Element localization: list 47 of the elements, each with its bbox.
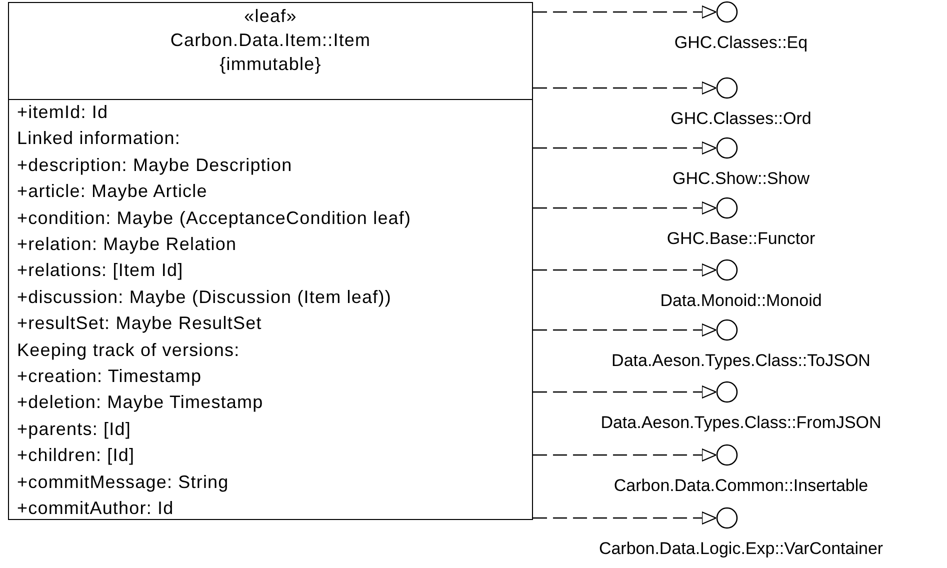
- interface-name: GHC.Base::Functor: [666, 229, 816, 249]
- interface-circle: [716, 197, 738, 219]
- interface-name: Data.Monoid::Monoid: [660, 291, 822, 311]
- attribute-text: +relations: [Item Id]: [17, 259, 184, 282]
- interface-name: GHC.Show::Show: [672, 169, 810, 189]
- attribute-text: +itemId: Id: [17, 101, 108, 123]
- interface-name: Carbon.Data.Logic.Exp::VarContainer: [598, 539, 884, 559]
- class-box: [8, 2, 533, 520]
- attribute-text: +article: Maybe Article: [17, 180, 208, 202]
- realization-arrow: [533, 323, 717, 337]
- interface-circle: [716, 259, 738, 281]
- attribute-text: +relation: Maybe Relation: [17, 233, 237, 255]
- stereotype-text: «leaf»: [243, 5, 298, 27]
- realization-arrow: [533, 141, 717, 155]
- interface-circle: [716, 1, 738, 23]
- interface-name: Data.Aeson.Types.Class::ToJSON: [612, 351, 870, 371]
- interface-name: GHC.Classes::Eq: [674, 33, 808, 53]
- attribute-text: +commitMessage: String: [17, 470, 229, 493]
- attribute-text: +condition: Maybe (AcceptanceCondition leaf): [17, 206, 412, 229]
- constraint-text: {immutable}: [218, 53, 322, 75]
- attribute-text: +parents: [Id]: [17, 418, 131, 440]
- class-name: Carbon.Data.Item::Item: [169, 29, 372, 51]
- realization-arrow: [533, 511, 717, 525]
- interface-circle: [716, 319, 738, 341]
- attribute-text: +deletion: Maybe Timestamp: [17, 391, 264, 414]
- interface-name: Carbon.Data.Common::Insertable: [614, 476, 868, 496]
- attribute-text: +description: Maybe Description: [17, 154, 292, 176]
- interface-name: Data.Aeson.Types.Class::FromJSON: [600, 413, 882, 433]
- interface-circle: [716, 137, 738, 159]
- attribute-text: +children: [Id]: [17, 444, 135, 466]
- interface-circle: [716, 77, 738, 99]
- realization-arrow: [533, 201, 717, 215]
- attribute-text: +resultSet: Maybe ResultSet: [17, 312, 262, 334]
- realization-arrow: [533, 385, 717, 399]
- attribute-text: +creation: Timestamp: [17, 365, 202, 387]
- realization-arrow: [533, 81, 717, 95]
- interface-circle: [716, 507, 738, 529]
- realization-arrow: [533, 448, 717, 462]
- realization-arrow: [533, 263, 717, 277]
- realization-arrow: [533, 5, 717, 19]
- attribute-text: +commitAuthor: Id: [17, 497, 174, 519]
- attribute-text: Keeping track of versions:: [17, 338, 240, 361]
- interface-circle: [716, 381, 738, 403]
- interface-name: GHC.Classes::Ord: [670, 109, 812, 129]
- attribute-text: Linked information:: [17, 127, 180, 150]
- interface-circle: [716, 444, 738, 466]
- attribute-text: +discussion: Maybe (Discussion (Item leaf)): [17, 286, 392, 308]
